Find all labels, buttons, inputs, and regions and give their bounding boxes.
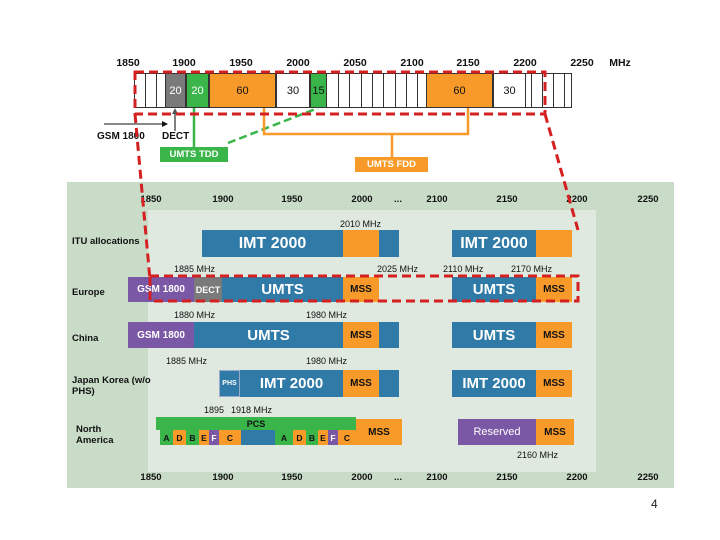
row-label-china: China [72,333,99,344]
top-unit: MHz [609,57,631,69]
panel-tick: ... [394,194,402,205]
europe-umts-uplink: UMTS [222,277,343,302]
top-tick: 2150 [456,57,480,69]
panel-tick: ... [394,472,402,483]
panel-tick: 2000 [351,194,373,205]
panel-tick: 2150 [496,472,518,483]
panel-tick: 2200 [566,472,588,483]
itu-mss-uplink [343,230,379,257]
itu-imt2000-downlink: IMT 2000 [452,230,536,257]
panel-tick: 1900 [212,472,234,483]
china-gsm1800: GSM 1800 [128,322,194,348]
fdd-downlink-cell: 60 [426,73,493,108]
row-label-europe: Europe [72,287,105,298]
pcs-gap [241,430,275,445]
top-tick: 1850 [116,57,140,69]
europe-gsm1800: GSM 1800 [128,277,194,302]
pcs-segment: B [306,430,318,445]
page-number: 4 [651,497,658,511]
panel-tick: 1950 [281,472,303,483]
europe-mss-uplink: MSS [343,277,379,302]
panel-tick: 1850 [140,472,162,483]
europe-dect: DECT [194,277,222,302]
japan-phs: PHS [219,370,240,397]
europe-umts-downlink: UMTS [452,277,536,302]
umts-tdd-box: UMTS TDD [160,147,228,162]
itu-imt-extra [379,230,399,257]
pcs-segment: A [160,430,173,445]
freq-1885-japan: 1885 MHz [166,356,208,366]
itu-mss-downlink [536,230,572,257]
japan-imt2000-uplink: IMT 2000 [240,370,343,397]
fdd-uplink-cell: 60 [209,73,276,108]
gsm-label: GSM 1800 [97,131,145,142]
pcs-segment: D [293,430,306,445]
freq-2025: 2025 MHz [377,264,419,274]
pcs-segment: F [328,430,338,445]
japan-imt2000-downlink: IMT 2000 [452,370,536,397]
top-tick: 2250 [570,57,594,69]
japan-imt-extra [379,370,399,397]
na-mss-downlink: MSS [536,419,574,445]
panel-tick: 2000 [351,472,373,483]
freq-1980-china: 1980 MHz [306,310,348,320]
china-mss-uplink: MSS [343,322,379,348]
panel-tick: 2250 [637,194,659,205]
row-label-north-america: North America [76,424,114,446]
panel-tick: 2250 [637,472,659,483]
freq-2010: 2010 MHz [340,219,382,229]
panel-tick: 1900 [212,194,234,205]
freq-1895: 1895 [204,405,225,415]
panel-tick: 2100 [426,472,448,483]
tdd-cell-2: 15 [310,73,327,108]
pcs-segment: E [318,430,328,445]
pcs-segment: D [173,430,186,445]
umts-fdd-box: UMTS FDD [355,157,428,172]
pcs-segment: C [338,430,356,445]
freq-2170: 2170 MHz [511,264,553,274]
top-tick: 1900 [172,57,196,69]
top-tick: 2200 [513,57,537,69]
pcs-segment: F [209,430,219,445]
freq-1885-europe: 1885 MHz [174,264,216,274]
panel-tick: 1850 [140,194,162,205]
gap-cell: 30 [276,73,310,108]
japan-mss-uplink: MSS [343,370,379,397]
panel-tick: 2150 [496,194,518,205]
top-tick: 2000 [286,57,310,69]
europe-mss-downlink: MSS [536,277,572,302]
top-tick: 2050 [343,57,367,69]
dect-label: DECT [162,131,190,142]
row-label-japan-korea: Japan Korea (w/o PHS) [72,375,151,397]
japan-mss-downlink: MSS [536,370,572,397]
freq-2160: 2160 MHz [517,450,559,460]
panel-tick: 1950 [281,194,303,205]
panel-tick: 2200 [566,194,588,205]
china-umts-downlink: UMTS [452,322,536,348]
freq-1918: 1918 MHz [231,405,273,415]
dect-cell: 20 [165,73,186,108]
top-tick: 2100 [400,57,424,69]
pcs-segment: C [219,430,241,445]
tdd-cell: 20 [186,73,209,108]
panel-tick: 2100 [426,194,448,205]
china-umts-extra [379,322,399,348]
gap-cell-2: 30 [493,73,526,108]
na-pcs-bar: PCS [156,417,356,430]
na-mss-uplink: MSS [356,419,402,445]
china-umts-uplink: UMTS [194,322,343,348]
top-tick: 1950 [229,57,253,69]
row-label-itu: ITU allocations [72,236,140,247]
pcs-segment: A [275,430,293,445]
freq-1880: 1880 MHz [174,310,216,320]
na-reserved: Reserved [458,419,536,445]
pcs-segment: B [186,430,199,445]
itu-imt2000-uplink: IMT 2000 [202,230,343,257]
china-mss-downlink: MSS [536,322,572,348]
freq-1980-japan: 1980 MHz [306,356,348,366]
freq-2110: 2110 MHz [443,264,484,274]
pcs-segment: E [199,430,209,445]
